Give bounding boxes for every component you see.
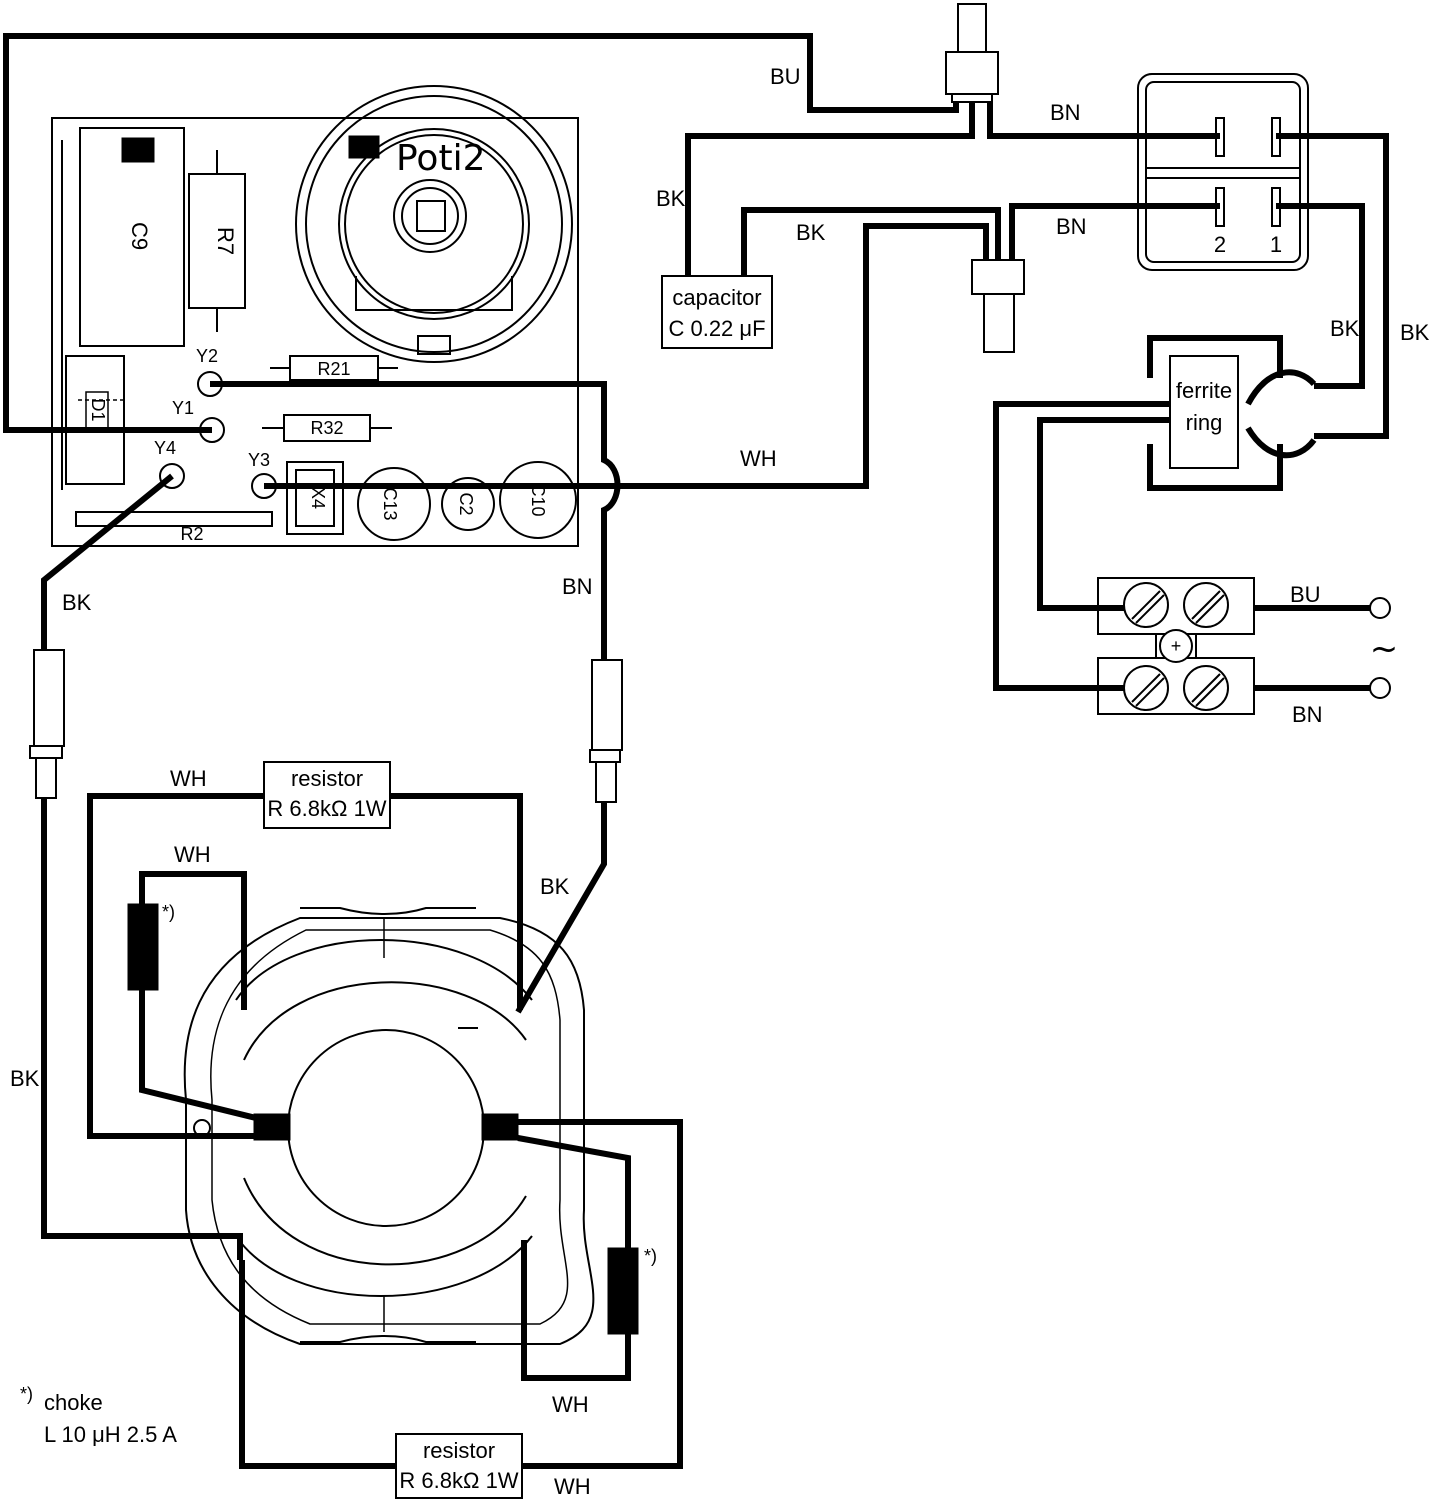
capacitor-label-line2: C 0.22 μF bbox=[668, 316, 765, 341]
capacitor-c2: C2 bbox=[441, 477, 495, 531]
mains-terminal-bu bbox=[1254, 597, 1391, 619]
ferrite-label-line1: ferrite bbox=[1176, 378, 1232, 403]
potentiometer-poti2: Poti2 bbox=[295, 85, 573, 363]
wire-label-wh: WH bbox=[170, 766, 207, 791]
top-connector bbox=[945, 3, 999, 103]
terminal-screw bbox=[1123, 665, 1169, 711]
c9-label: C9 bbox=[127, 222, 152, 250]
r21-label: R21 bbox=[317, 359, 350, 379]
footnote: *) choke L 10 μH 2.5 A bbox=[20, 1384, 177, 1447]
capacitor-box: capacitor C 0.22 μF bbox=[661, 275, 773, 349]
ferrite-ring: ferrite ring bbox=[1147, 335, 1317, 491]
y1-label: Y1 bbox=[172, 398, 194, 418]
wire-label-bk: BK bbox=[1330, 316, 1360, 341]
resistor-top: resistor R 6.8kΩ 1W bbox=[263, 761, 391, 829]
right-inline-connector bbox=[589, 659, 623, 803]
c13-label: C13 bbox=[380, 487, 400, 520]
pcb-board: C9 R7 Poti2 D1 bbox=[51, 85, 579, 547]
resistor-bottom-line2: R 6.8kΩ 1W bbox=[399, 1468, 518, 1493]
resistor-r7: R7 bbox=[188, 150, 246, 332]
left-inline-connector bbox=[29, 649, 65, 799]
switch-pin1-label: 1 bbox=[1270, 232, 1282, 257]
choke-left: *) bbox=[127, 902, 175, 991]
r7-label: R7 bbox=[213, 227, 238, 255]
wire-label-bu: BU bbox=[1290, 582, 1321, 607]
choke-right: *) bbox=[607, 1246, 657, 1335]
r2-label: R2 bbox=[180, 524, 203, 544]
resistor-top-line2: R 6.8kΩ 1W bbox=[267, 796, 386, 821]
switch: 2 1 bbox=[1137, 73, 1309, 271]
x4-label: X4 bbox=[308, 487, 328, 509]
wire-label-wh: WH bbox=[554, 1474, 591, 1499]
wire-label-bk: BK bbox=[10, 1066, 40, 1091]
y3-label: Y3 bbox=[248, 450, 270, 470]
capacitor-c13: C13 bbox=[357, 467, 431, 541]
wire-label-bn: BN bbox=[562, 574, 593, 599]
resistor-bottom: resistor R 6.8kΩ 1W bbox=[395, 1433, 523, 1499]
ac-symbol: ~ bbox=[1370, 629, 1399, 669]
footnote-line1: choke bbox=[44, 1390, 103, 1415]
choke-mark: *) bbox=[644, 1246, 657, 1266]
wire-label-bn: BN bbox=[1056, 214, 1087, 239]
wires bbox=[3, 33, 1389, 1469]
ferrite-label-line2: ring bbox=[1186, 410, 1223, 435]
terminal-screw bbox=[1123, 582, 1169, 628]
capacitor-label-line1: capacitor bbox=[672, 285, 761, 310]
diode-d1: D1 bbox=[65, 355, 125, 485]
connector-x4: X4 bbox=[286, 461, 344, 535]
wire-label-bn: BN bbox=[1292, 702, 1323, 727]
resistor-bottom-line1: resistor bbox=[423, 1438, 495, 1463]
motor bbox=[183, 907, 595, 1345]
wire-label-bk: BK bbox=[62, 590, 92, 615]
middle-connector bbox=[971, 259, 1025, 353]
d1-label: D1 bbox=[88, 398, 108, 421]
terminal-block: + bbox=[1097, 577, 1255, 715]
capacitor-c9: C9 bbox=[79, 127, 185, 347]
wire-label-bk: BK bbox=[796, 220, 826, 245]
terminal-screw bbox=[1183, 665, 1229, 711]
footnote-line2: L 10 μH 2.5 A bbox=[44, 1422, 177, 1447]
switch-pin2-label: 2 bbox=[1214, 232, 1226, 257]
poti2-label: Poti2 bbox=[396, 138, 485, 179]
wire-label-wh: WH bbox=[174, 842, 211, 867]
mains-terminal-bn bbox=[1254, 677, 1391, 699]
wire-labels: BU BN BK BK BN BK BK WH BN BK BU BN WH W… bbox=[10, 64, 1430, 1499]
choke-mark: *) bbox=[162, 902, 175, 922]
capacitor-c10: C10 bbox=[499, 461, 577, 539]
wire-label-wh: WH bbox=[740, 446, 777, 471]
wire-label-bk: BK bbox=[656, 186, 686, 211]
wire-label-bk: BK bbox=[1400, 320, 1430, 345]
c2-label: C2 bbox=[456, 492, 476, 515]
footnote-mark: *) bbox=[20, 1384, 33, 1404]
wire-label-bn: BN bbox=[1050, 100, 1081, 125]
wire-label-wh: WH bbox=[552, 1392, 589, 1417]
r32-label: R32 bbox=[310, 418, 343, 438]
wire-label-bu: BU bbox=[770, 64, 801, 89]
resistor-r32: R32 bbox=[262, 414, 392, 442]
resistor-top-line1: resistor bbox=[291, 766, 363, 791]
svg-text:+: + bbox=[1171, 636, 1182, 656]
terminal-screw bbox=[1183, 582, 1229, 628]
y4-label: Y4 bbox=[154, 438, 176, 458]
wire-label-bk: BK bbox=[540, 874, 570, 899]
y2-label: Y2 bbox=[196, 346, 218, 366]
c10-label: C10 bbox=[528, 483, 548, 516]
resistor-r21: R21 bbox=[270, 355, 398, 381]
